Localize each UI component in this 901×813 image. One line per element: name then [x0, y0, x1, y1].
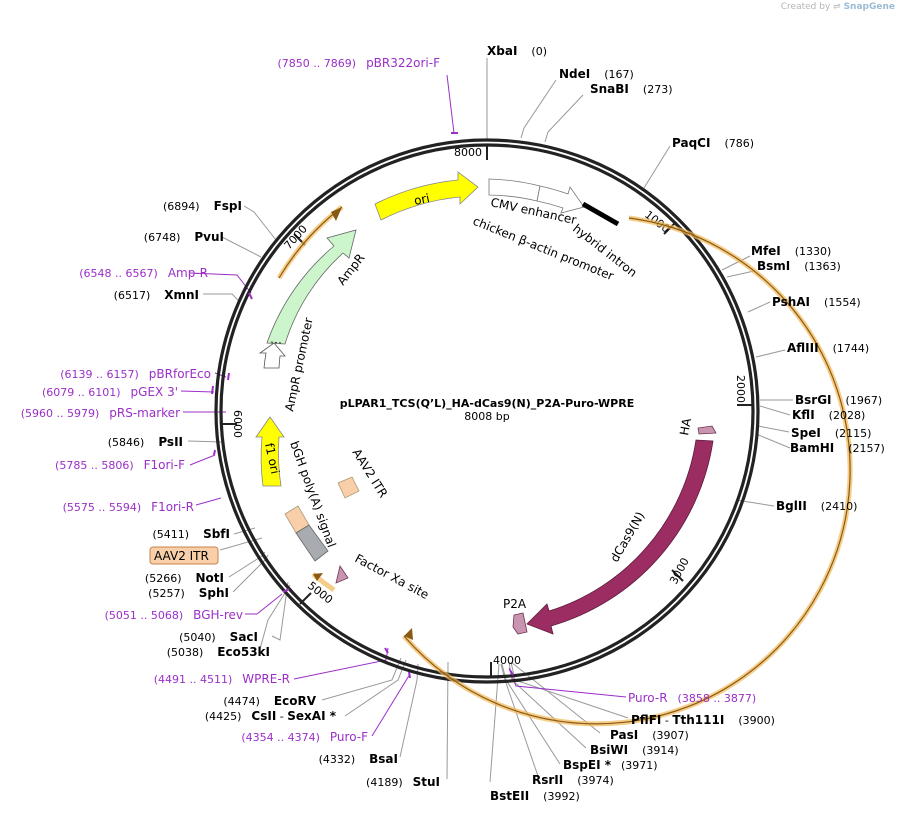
site-sbfi[interactable]: (5411)SbfI — [153, 527, 231, 541]
primer-f1ori-r[interactable]: (5575 .. 5594)F1ori-R — [63, 500, 194, 514]
ha-label: HA — [677, 416, 694, 436]
credit-brand: SnapGene — [843, 2, 895, 12]
site-eco53ki[interactable]: (5038)Eco53kI — [167, 645, 270, 659]
tick-label-3000: 3000 — [667, 556, 692, 587]
primer-puro-r[interactable]: Puro-R(3858 .. 3877) — [628, 691, 756, 705]
tick-label-4000: 4000 — [493, 654, 521, 667]
f1-ori-label: f1 ori — [262, 442, 282, 476]
p2a-feature[interactable] — [512, 612, 528, 635]
primer-marks — [211, 132, 514, 679]
site-bspei[interactable]: BspEI *(3971) — [563, 758, 658, 772]
site-bsrgi[interactable]: BsrGI(1967) — [795, 393, 882, 407]
dcas9-feature[interactable] — [526, 439, 714, 635]
site-noti[interactable]: (5266)NotI — [145, 571, 224, 585]
site-pasi[interactable]: PasI(3907) — [610, 728, 689, 742]
factor-xa-site-feature[interactable] — [335, 565, 349, 584]
primer-wpre-r[interactable]: (4491 .. 4511)WPRE-R — [154, 672, 290, 686]
site-labels: XbaI(0) NdeI(167) SnaBI(273) PaqCI(786) … — [108, 44, 885, 803]
ha-feature[interactable] — [697, 425, 717, 435]
f1-ori-feature[interactable] — [255, 416, 285, 487]
site-snabi[interactable]: SnaBI(273) — [590, 82, 673, 96]
hybrid-intron-feature[interactable] — [581, 201, 620, 227]
tick-label-2000: 2000 — [734, 375, 747, 403]
site-kfli[interactable]: KflI(2028) — [792, 408, 865, 422]
aav2-itr-outer-badge[interactable] — [149, 546, 219, 565]
site-saci[interactable]: (5040)SacI — [179, 630, 258, 644]
plasmid-size: 8008 bp — [464, 410, 509, 423]
orange-arc-arrow-bottom — [404, 628, 413, 640]
plasmid-title: pLPAR1_TCS(Q’L)_HA-dCas9(N)_P2A-Puro-WPR… — [340, 397, 634, 410]
bgh-polya-feature[interactable] — [295, 524, 329, 562]
site-spei[interactable]: SpeI(2115) — [791, 426, 871, 440]
site-mfei[interactable]: MfeI(1330) — [751, 244, 831, 258]
tick-label-8000: 8000 — [454, 146, 482, 159]
site-ecorv[interactable]: (4474)EcoRV — [223, 694, 316, 708]
primer-pbr322ori-f[interactable]: (7850 .. 7869)pBR322ori-F — [278, 56, 441, 70]
primer-labels: (7850 .. 7869)pBR322ori-F (6548 .. 6567)… — [21, 56, 756, 744]
ori-label: ori — [413, 191, 431, 208]
ampr-promoter-feature[interactable] — [258, 342, 286, 369]
site-afliii[interactable]: AflIII(1744) — [787, 341, 869, 355]
site-bsai[interactable]: (4332)BsaI — [319, 752, 398, 766]
site-pshai[interactable]: PshAI(1554) — [772, 295, 861, 309]
site-bamhi[interactable]: BamHI(2157) — [790, 441, 885, 455]
site-sphi[interactable]: (5257)SphI — [148, 586, 229, 600]
site-stui[interactable]: (4189)StuI — [366, 775, 440, 789]
site-pflfi-tth111i[interactable]: PflFI - Tth111I(3900) — [631, 713, 775, 727]
site-csii-sexai[interactable]: (4425)CsII - SexAI * — [205, 709, 337, 723]
snapgene-credit: Created by ⇌ SnapGene — [781, 2, 895, 12]
site-bglii[interactable]: BglII(2410) — [776, 499, 857, 513]
snapgene-logo-icon: ⇌ — [833, 2, 841, 12]
credit-prefix: Created by — [780, 2, 831, 12]
primer-bgh-rev[interactable]: (5051 .. 5068)BGH-rev — [105, 608, 243, 622]
tick-label-6000: 6000 — [231, 410, 244, 438]
tick-label-7000: 7000 — [282, 223, 310, 253]
primer-f1ori-f[interactable]: (5785 .. 5806)F1ori-F — [55, 458, 185, 472]
orange-arc-arrow-top — [331, 207, 342, 221]
ruler-tick-labels: 1000 2000 3000 4000 5000 6000 7000 8000 — [231, 146, 747, 667]
site-fspi[interactable]: (6894)FspI — [163, 199, 242, 213]
primer-puro-f[interactable]: (4354 .. 4374)Puro-F — [241, 730, 368, 744]
p2a-label: P2A — [503, 597, 527, 611]
site-xmni[interactable]: (6517)XmnI — [114, 288, 199, 302]
site-pvui[interactable]: (6748)PvuI — [144, 230, 224, 244]
aav2-itr-inner-feature[interactable] — [337, 476, 360, 499]
ori-feature[interactable] — [374, 171, 479, 221]
chicken-beta-actin-promoter-feature[interactable] — [536, 185, 585, 214]
ampr-feature[interactable] — [266, 229, 357, 345]
factor-xa-label: Factor Xa site — [353, 551, 432, 602]
ampr-dotted-mark — [270, 341, 282, 344]
primer-pgex-3[interactable]: (6079 .. 6101)pGEX 3' — [42, 385, 178, 399]
site-bsmi[interactable]: BsmI(1363) — [757, 259, 841, 273]
site-rsrii[interactable]: RsrII(3974) — [532, 773, 614, 787]
site-psii[interactable]: (5846)PsII — [108, 435, 183, 449]
tick-label-5000: 5000 — [305, 579, 335, 606]
site-xbai[interactable]: XbaI(0) — [487, 44, 547, 58]
site-ndei[interactable]: NdeI(167) — [559, 67, 634, 81]
primer-prs-marker[interactable]: (5960 .. 5979)pRS-marker — [21, 406, 180, 420]
primer-pbrforeco[interactable]: (6139 .. 6157)pBRforEco — [60, 367, 211, 381]
primer-amp-r[interactable]: (6548 .. 6567)Amp-R — [79, 266, 208, 280]
aav2-itr-outer-label: AAV2 ITR — [154, 549, 209, 563]
site-bsteii[interactable]: BstEII(3992) — [490, 789, 580, 803]
backbone-outer-ring — [214, 138, 760, 684]
site-bsiwi[interactable]: BsiWI(3914) — [590, 743, 679, 757]
orange-arc-arrow-left — [313, 573, 323, 581]
site-paqci[interactable]: PaqCI(786) — [672, 136, 754, 150]
